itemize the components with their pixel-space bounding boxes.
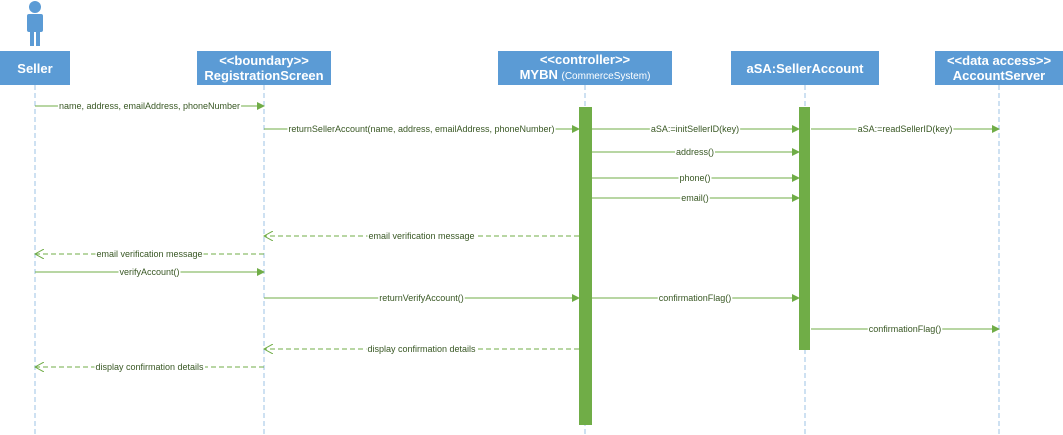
message-7: email() bbox=[591, 193, 800, 203]
message-label-bg bbox=[657, 293, 733, 303]
message-label-bg bbox=[678, 173, 712, 183]
participant-seller-line1: Seller bbox=[17, 60, 53, 76]
participant-registration-screen-line1: <<boundary>> bbox=[219, 53, 309, 68]
message-label: email verification message bbox=[368, 231, 474, 241]
message-label-bg bbox=[649, 124, 741, 134]
message-label-bg bbox=[94, 362, 206, 372]
message-11: returnVerifyAccount() bbox=[264, 293, 580, 303]
message-2: returnSellerAccount(name, address, email… bbox=[264, 124, 580, 134]
message-label: returnSellerAccount(name, address, email… bbox=[288, 124, 554, 134]
message-label-bg bbox=[95, 249, 204, 259]
message-label: address() bbox=[676, 147, 714, 157]
participant-mybn-note: (CommerceSystem) bbox=[561, 71, 651, 82]
message-label: returnVerifyAccount() bbox=[379, 293, 464, 303]
message-9: email verification message bbox=[35, 249, 264, 259]
message-label: name, address, emailAddress, phoneNumber bbox=[59, 101, 240, 111]
message-6: phone() bbox=[591, 173, 800, 183]
participant-mybn-line1: <<controller>> bbox=[539, 52, 631, 67]
message-label: confirmationFlag() bbox=[869, 324, 942, 334]
message-label-bg bbox=[287, 124, 556, 134]
header-seller-account: aSA:SellerAccount bbox=[731, 51, 879, 85]
message-label: aSA:=initSellerID(key) bbox=[651, 124, 739, 134]
message-label-bg bbox=[118, 267, 181, 277]
message-label-bg bbox=[366, 344, 478, 354]
participant-mybn-line2-wrap: MYBN (CommerceSystem) bbox=[520, 67, 651, 84]
message-13: confirmationFlag() bbox=[811, 324, 1000, 334]
message-8: email verification message bbox=[264, 231, 579, 241]
activation-bar-seller-account bbox=[799, 107, 810, 350]
message-label-bg bbox=[867, 324, 943, 334]
header-mybn: <<controller>> MYBN (CommerceSystem) bbox=[498, 51, 672, 85]
participant-account-server-line2: AccountServer bbox=[952, 68, 1046, 83]
participant-seller-account-line1: aSA:SellerAccount bbox=[746, 60, 864, 76]
message-10: verifyAccount() bbox=[35, 267, 265, 277]
message-14: display confirmation details bbox=[264, 344, 579, 354]
stick-figure-icon bbox=[27, 1, 43, 46]
message-label-bg bbox=[856, 124, 954, 134]
message-label: display confirmation details bbox=[367, 344, 476, 354]
message-1: name, address, emailAddress, phoneNumber bbox=[35, 101, 265, 111]
message-3: aSA:=initSellerID(key) bbox=[591, 124, 800, 134]
message-label: aSA:=readSellerID(key) bbox=[858, 124, 953, 134]
participant-registration-screen-line2: RegistrationScreen bbox=[204, 68, 324, 83]
header-seller: Seller bbox=[0, 51, 70, 85]
activation-bar-mybn bbox=[579, 107, 592, 425]
message-label-bg bbox=[57, 101, 242, 111]
participant-mybn-line2: MYBN bbox=[519, 67, 558, 82]
message-label: email() bbox=[681, 193, 709, 203]
message-label-bg bbox=[680, 193, 710, 203]
header-account-server: <<data access>> AccountServer bbox=[935, 51, 1063, 85]
header-registration-screen: <<boundary>> RegistrationScreen bbox=[197, 51, 331, 85]
message-5: address() bbox=[591, 147, 800, 157]
message-label-bg bbox=[367, 231, 476, 241]
message-label-bg bbox=[378, 293, 465, 303]
message-label: email verification message bbox=[96, 249, 202, 259]
participant-account-server-line1: <<data access>> bbox=[946, 53, 1052, 68]
message-label: confirmationFlag() bbox=[659, 293, 732, 303]
message-label: phone() bbox=[679, 173, 710, 183]
message-label-bg bbox=[674, 147, 716, 157]
message-label: verifyAccount() bbox=[119, 267, 179, 277]
message-label: display confirmation details bbox=[95, 362, 204, 372]
message-4: aSA:=readSellerID(key) bbox=[811, 124, 1000, 134]
message-12: confirmationFlag() bbox=[591, 293, 800, 303]
message-15: display confirmation details bbox=[35, 362, 264, 372]
